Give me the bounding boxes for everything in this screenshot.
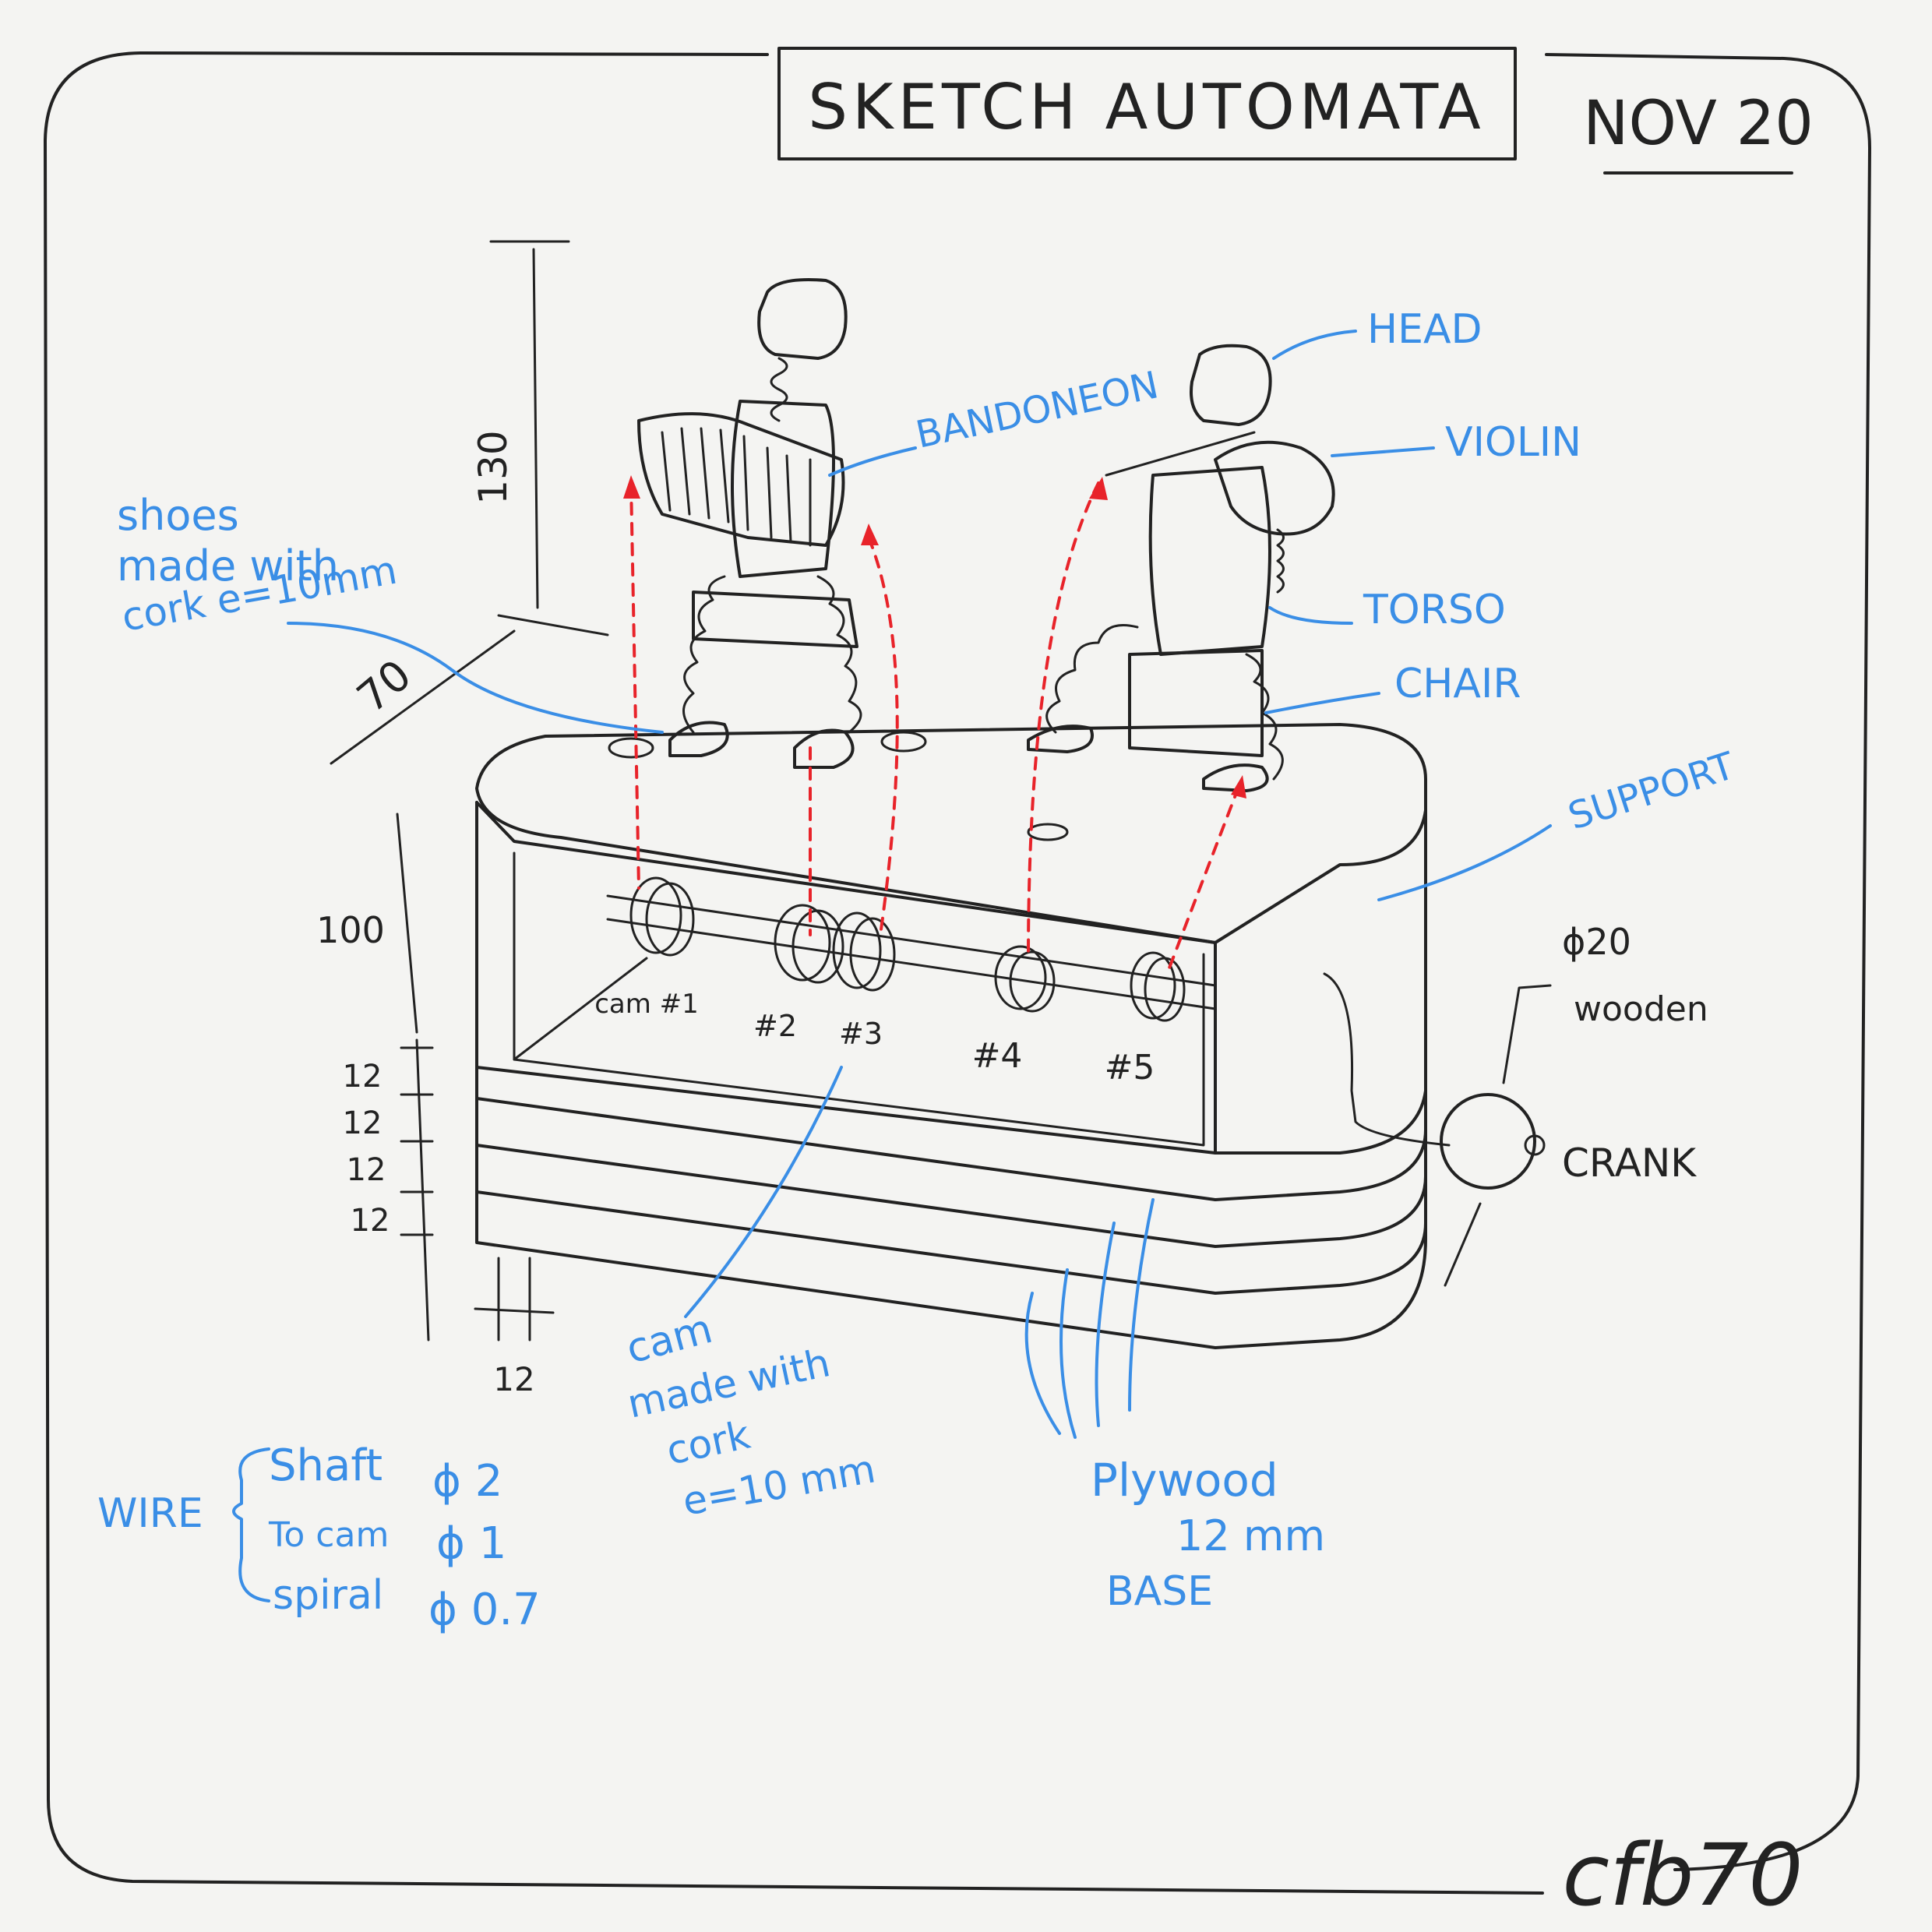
crank-spec-1: ϕ20 <box>1562 921 1631 963</box>
wire-label: WIRE <box>97 1490 203 1537</box>
annotations: HEAD VIOLIN BANDONEON TORSO CHAIR SUPPOR… <box>97 306 1740 1635</box>
label-support: SUPPORT <box>1563 744 1740 839</box>
base-layer-1 <box>475 1066 1427 1201</box>
dim-layer-4: 12 <box>351 1203 390 1239</box>
crank-label: CRANK <box>1562 1141 1697 1186</box>
date-text: NOV 20 <box>1583 89 1814 159</box>
dim-thickness: 12 <box>493 1360 534 1398</box>
shoes-note-1: shoes <box>117 491 239 540</box>
left-hips <box>692 591 858 648</box>
plywood-note-2: 12 mm <box>1176 1511 1325 1560</box>
left-torso <box>731 400 835 578</box>
title-text: SKETCH AUTOMATA <box>808 71 1485 143</box>
base-layer-3 <box>475 1144 1427 1295</box>
title-box <box>777 47 1517 160</box>
automata-box <box>475 723 1451 1349</box>
wire-item-1-value: ϕ 2 <box>432 1456 502 1507</box>
cam-note-1: cam <box>622 1306 717 1373</box>
cam-2 <box>774 904 831 982</box>
label-torso: TORSO <box>1363 587 1506 633</box>
right-shoe-1 <box>1027 724 1094 753</box>
wire-item-1-name: Shaft <box>269 1440 383 1491</box>
cam-1 <box>629 876 682 954</box>
shoes-note-2: made with <box>117 541 339 591</box>
dim-depth: 70 <box>348 650 421 722</box>
support-right-side <box>1214 809 1427 1155</box>
wire-item-3-name: spiral <box>273 1572 383 1619</box>
cam-4 <box>994 945 1047 1010</box>
left-shoe-1 <box>668 721 729 757</box>
cam-5 <box>1130 951 1176 1020</box>
violinist <box>1027 344 1335 841</box>
cam-3-label: #3 <box>839 1017 883 1051</box>
cam-2-label: #2 <box>753 1009 797 1043</box>
crank-pointer-1 <box>1502 984 1552 1084</box>
base-layer-2 <box>475 1097 1427 1248</box>
left-leg-spring-1 <box>682 575 726 734</box>
right-head <box>1190 344 1272 426</box>
right-torso <box>1148 466 1271 656</box>
plywood-note-1: Plywood <box>1091 1454 1278 1507</box>
dim-layer-3: 12 <box>347 1152 386 1188</box>
cams <box>629 876 1186 1022</box>
bandoneon-player <box>608 278 927 769</box>
cam-shaft-2 <box>606 918 1217 1010</box>
signature: cfb70 <box>1563 1825 1803 1925</box>
dim-height: 130 <box>471 430 516 504</box>
right-arm-spring <box>1276 528 1285 594</box>
crank-wire <box>1323 972 1451 1147</box>
right-leg-spring-1 <box>1045 624 1139 734</box>
bandoneon <box>637 412 845 547</box>
crank-pointer-2 <box>1444 1202 1482 1287</box>
right-shoe-2 <box>1202 763 1269 792</box>
crank-wheel <box>1440 1093 1536 1190</box>
label-head: HEAD <box>1367 306 1482 353</box>
support-opening <box>513 851 1205 1147</box>
left-leg-spring-2 <box>816 575 862 734</box>
left-head <box>757 278 848 360</box>
dim-layer-2: 12 <box>343 1105 383 1141</box>
page-frame <box>44 51 1871 1895</box>
plywood-note-3: BASE <box>1106 1568 1213 1615</box>
label-violin: VIOLIN <box>1445 419 1581 466</box>
cam-1-label: cam #1 <box>594 989 699 1020</box>
support-front-edge <box>475 801 1217 944</box>
cam-note-3: cork <box>662 1412 753 1474</box>
cam-4-label: #4 <box>972 1036 1023 1076</box>
crank-spec-2: wooden <box>1574 989 1708 1029</box>
cam-shaft <box>606 894 1217 987</box>
dim-layer-1: 12 <box>343 1059 383 1095</box>
left-shoe-2 <box>793 728 855 769</box>
right-leg-spring-2 <box>1245 653 1284 781</box>
label-bandoneon: BANDONEON <box>912 363 1162 457</box>
cam-5-label: #5 <box>1105 1048 1155 1088</box>
base-layer-4 <box>475 1089 1427 1349</box>
wire-item-3-value: ϕ 0.7 <box>428 1585 541 1635</box>
violin <box>1214 440 1335 536</box>
label-chair: CHAIR <box>1394 661 1521 707</box>
chair <box>1128 649 1264 757</box>
dim-support-height: 100 <box>316 909 385 951</box>
wire-item-2-value: ϕ 1 <box>436 1518 506 1569</box>
motion-arrows <box>623 475 1246 971</box>
left-neck-spring <box>770 357 788 422</box>
wire-item-2-name: To cam <box>268 1515 389 1555</box>
support-front-frame <box>475 801 1217 1155</box>
support-opening-floor <box>513 957 648 1061</box>
dimensions: 130 70 100 12 12 12 12 12 <box>316 240 609 1398</box>
cam-3 <box>832 911 882 989</box>
